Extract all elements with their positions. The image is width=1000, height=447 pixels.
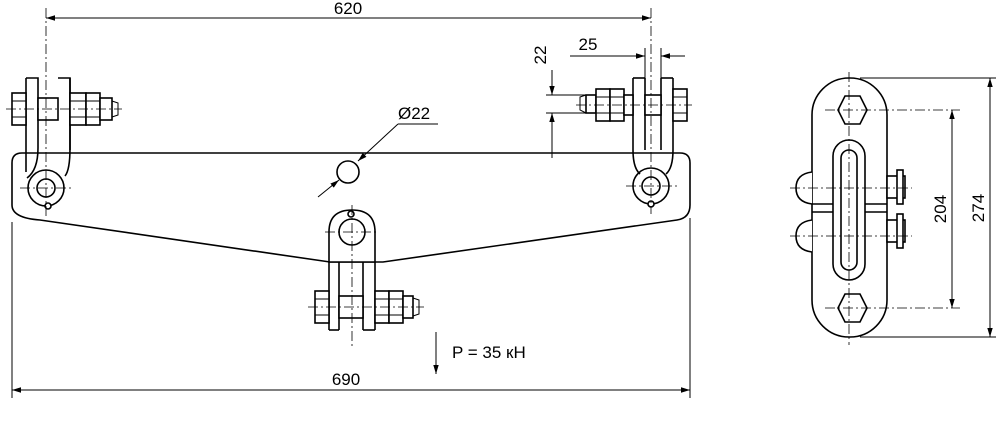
- dim-22-label: 22: [531, 46, 550, 65]
- dimension-22: 22: [531, 46, 586, 158]
- dim-diameter-label: Ø22: [398, 104, 430, 123]
- front-centerlines: [6, 8, 692, 348]
- front-view: 620 22 25 Ø22: [6, 0, 692, 398]
- dim-690-label: 690: [332, 370, 360, 389]
- dimension-diameter-22: Ø22: [317, 104, 438, 198]
- dim-620-label: 620: [334, 0, 362, 18]
- dimension-274: 274: [860, 77, 996, 338]
- side-view: 204 274: [790, 72, 996, 345]
- dimension-690: 690: [11, 218, 691, 398]
- dim-274-label: 274: [969, 194, 988, 222]
- load-arrow: P = 35 кН: [433, 332, 526, 374]
- dimension-25: 25: [570, 35, 685, 78]
- dim-25-label: 25: [579, 35, 598, 54]
- dim-204-label: 204: [931, 195, 950, 223]
- dimension-620: 620: [46, 0, 651, 21]
- dimension-204: 204: [931, 110, 955, 308]
- load-label: P = 35 кН: [452, 343, 526, 362]
- yoke-plate: [11, 152, 691, 263]
- center-hole: [336, 160, 360, 184]
